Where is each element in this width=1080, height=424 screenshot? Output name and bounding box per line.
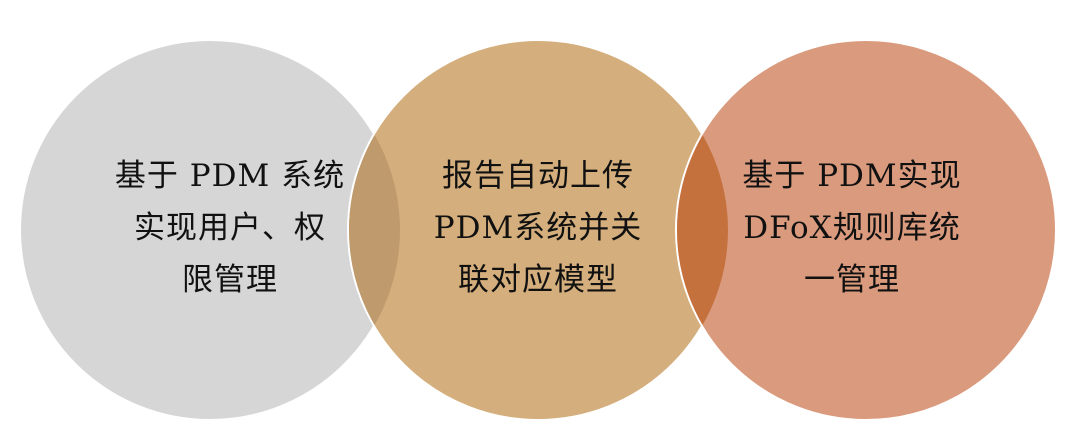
circle-mid-label: 报告自动上传 PDM系统并关 联对应模型 xyxy=(378,150,698,306)
circle-right xyxy=(675,39,1057,421)
circle-right-line-2: DFoX规则库统 xyxy=(743,210,961,246)
circle-left-label: 基于 PDM 系统 实现用户、权 限管理 xyxy=(70,150,390,306)
circle-left-line-2: 实现用户、权 xyxy=(134,210,326,246)
circle-left-line-1: 基于 PDM 系统 xyxy=(114,158,346,194)
circle-right-line-1: 基于 PDM实现 xyxy=(742,158,962,194)
circle-mid-line-1: 报告自动上传 xyxy=(442,158,634,194)
circle-left-line-3: 限管理 xyxy=(182,262,278,298)
circle-right-label: 基于 PDM实现 DFoX规则库统 一管理 xyxy=(692,150,1012,306)
circle-mid-line-3: 联对应模型 xyxy=(458,262,618,298)
circle-right-line-3: 一管理 xyxy=(804,262,900,298)
circle-mid-line-2: PDM系统并关 xyxy=(433,210,643,246)
